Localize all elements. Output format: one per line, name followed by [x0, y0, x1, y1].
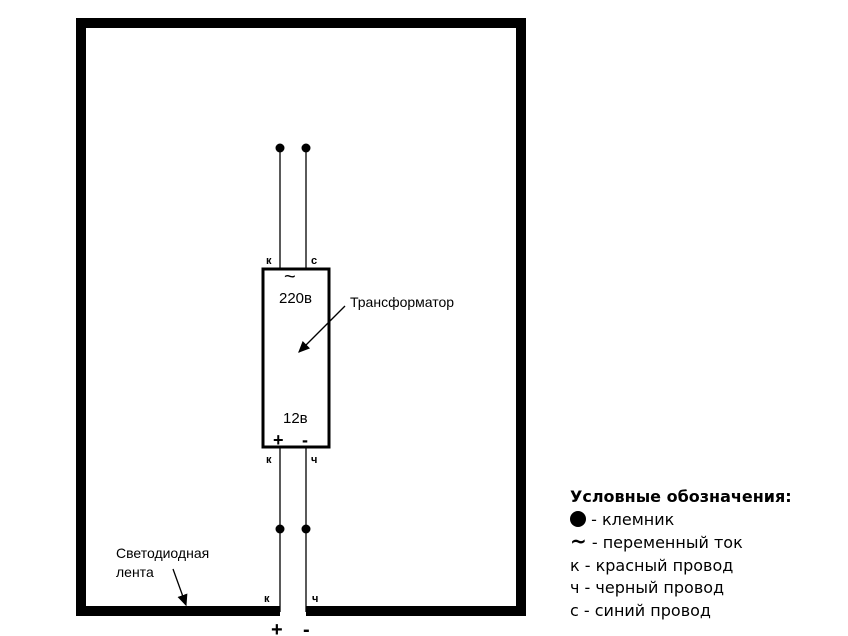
input-voltage: 220в	[279, 290, 312, 307]
terminal-dot-icon	[570, 510, 586, 527]
output-voltage: 12в	[283, 410, 308, 427]
led-strip-label: лента	[116, 564, 154, 580]
legend-item: к - красный провод	[570, 555, 734, 575]
wire-label: ч	[312, 593, 318, 605]
legend-text: - переменный ток	[586, 533, 743, 552]
terminal-dot	[301, 524, 311, 534]
legend-text: - клемник	[591, 509, 675, 529]
wire-label: к	[266, 454, 272, 466]
legend-item: - клемник	[570, 509, 792, 532]
wire-label: к	[266, 255, 272, 267]
wire-label: ч	[311, 454, 317, 466]
plus-terminal: +	[273, 430, 284, 450]
terminal-dot	[275, 524, 285, 534]
terminal-dot	[301, 143, 311, 153]
legend-title: Условные обозначения:	[570, 487, 792, 506]
ac-wave-icon: ~	[570, 529, 587, 553]
led-strip-frame	[76, 18, 526, 616]
wire-label: к	[264, 593, 270, 605]
ac-symbol: ~	[284, 266, 296, 288]
legend-item: ~ - переменный ток	[570, 531, 792, 555]
wire-label: с	[311, 255, 317, 267]
led-strip-label: Светодиодная	[116, 545, 209, 561]
strip-minus: -	[303, 619, 310, 636]
legend: Условные обозначения: - клемник ~ - пере…	[570, 486, 792, 622]
transformer-arrow	[298, 305, 346, 353]
terminal-dot	[275, 143, 285, 153]
strip-plus: +	[271, 619, 283, 636]
legend-item: ч - черный провод	[570, 578, 725, 597]
minus-terminal: -	[302, 430, 308, 450]
legend-item: с - синий провод	[570, 600, 711, 620]
led-strip-arrow	[172, 568, 188, 607]
transformer-box	[261, 267, 331, 449]
transformer-label: Трансформатор	[350, 294, 454, 310]
